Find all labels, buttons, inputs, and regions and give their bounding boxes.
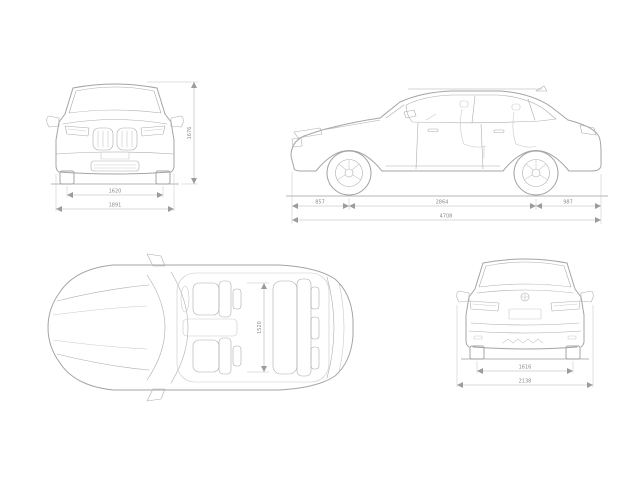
dimension-label: 4708 — [440, 214, 453, 220]
wheel-front — [326, 150, 372, 196]
headlight-left — [64, 125, 90, 137]
dimension-front-overall-width: 1891 — [55, 174, 175, 212]
tailgate-seam — [470, 322, 580, 326]
hood-crease-right — [56, 353, 150, 371]
dimension-rear-width-incl-mirrors: 2138 — [456, 305, 594, 388]
rear-window-base — [338, 282, 345, 373]
kidney-grille — [92, 127, 138, 151]
dimension-label: 1676 — [187, 127, 193, 140]
windshield-base — [146, 274, 166, 381]
door-handle-front — [427, 128, 439, 132]
windshield — [68, 86, 162, 114]
rear-diffuser — [473, 335, 577, 344]
dimension-label: 857 — [315, 200, 325, 206]
taillight-left — [469, 300, 500, 312]
hood-line — [62, 119, 168, 125]
door-seams — [415, 122, 484, 170]
tailgate-top-line — [476, 289, 574, 294]
license-plate-rear — [508, 308, 542, 320]
dimension-label: 1891 — [109, 203, 122, 209]
grille-side — [291, 137, 303, 148]
bmw-roundel — [520, 292, 530, 302]
dimension-front-height: 1676 — [147, 81, 198, 185]
front-air-intake — [90, 160, 140, 172]
dimension-label: 2864 — [436, 200, 449, 206]
license-plate-front — [100, 151, 130, 160]
headlight-right — [140, 125, 166, 137]
antenna-fin — [535, 85, 548, 92]
dimension-label: 1520 — [257, 321, 263, 334]
roof-opening — [176, 272, 330, 383]
hood-crease-left — [56, 284, 150, 302]
mirror-top-left — [146, 253, 166, 267]
front-seat-passenger — [192, 337, 242, 375]
interior-seats-side — [425, 100, 537, 159]
dimension-side-overall-length: 4708 — [292, 214, 601, 223]
rear-bench-seat — [272, 278, 320, 377]
mirror-left — [46, 115, 60, 128]
bumper-line-rear — [468, 330, 582, 334]
dimension-top-cabin-width: 1520 — [247, 282, 269, 373]
mirror-rear-left — [456, 290, 470, 303]
mirror-right — [170, 115, 184, 128]
hood-edge — [321, 119, 381, 131]
door-handle-rear — [493, 129, 505, 133]
mirror-rear-right — [580, 290, 594, 303]
rear-view: 1616 2138 — [456, 258, 594, 388]
dimension-side-overhangs-wheelbase: 857 2864 987 — [291, 172, 602, 224]
windshield-top — [170, 271, 189, 384]
dimension-label: 1616 — [519, 365, 532, 371]
dimension-label: 1620 — [109, 189, 122, 195]
dimension-label: 2138 — [519, 379, 532, 385]
c-pillar — [527, 98, 536, 121]
rear-window — [478, 261, 572, 288]
side-glazing — [405, 94, 557, 124]
mirror-side — [403, 109, 417, 119]
front-view: 1620 1891 1676 — [46, 81, 198, 212]
mirror-top-right — [146, 388, 166, 402]
b-pillar — [471, 95, 476, 124]
center-console — [182, 318, 238, 337]
top-body — [47, 264, 354, 391]
dimension-front-track: 1620 — [66, 186, 164, 198]
rear-window-top — [326, 276, 335, 379]
top-view: 1520 — [47, 253, 354, 402]
taillight-right — [550, 300, 581, 312]
front-seat-driver — [180, 280, 242, 318]
steering-wheel — [180, 285, 190, 313]
wheel-rear — [513, 150, 559, 196]
front-body — [55, 83, 175, 175]
side-view: 857 2864 987 4708 — [286, 85, 608, 224]
dimension-label: 987 — [563, 200, 573, 206]
side-body — [290, 85, 602, 172]
headlight-side — [293, 127, 323, 139]
taillight-side — [579, 124, 597, 136]
dimension-rear-track: 1616 — [476, 361, 574, 374]
rear-body — [465, 258, 585, 350]
